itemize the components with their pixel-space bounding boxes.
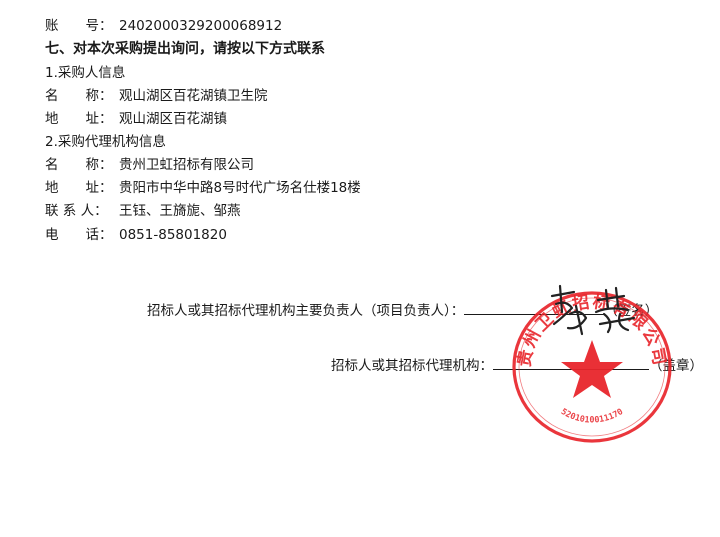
agency-name-row: 名 称： 贵州卫虹招标有限公司 — [45, 156, 254, 174]
organization-stamp-row: 招标人或其招标代理机构： （盖章） — [331, 357, 703, 375]
signature-blank — [464, 302, 605, 315]
purchaser-address-row: 地 址： 观山湖区百花湖镇 — [45, 110, 227, 128]
agency-phone-row: 电 话： 0851-85801820 — [45, 226, 227, 244]
agency-address-label: 地 址： — [45, 180, 113, 196]
handwritten-signature — [550, 284, 636, 336]
purchaser-name: 观山湖区百花湖镇卫生院 — [119, 88, 268, 104]
seal-star-icon — [561, 340, 623, 398]
account-row: 账 号： 2402000329200068912 — [45, 17, 282, 35]
agency-contact: 王钰、王旖旎、邹燕 — [119, 203, 241, 219]
agency-address-row: 地 址： 贵阳市中华中路8号时代广场名仕楼18楼 — [45, 179, 361, 197]
account-value: 2402000329200068912 — [119, 18, 283, 34]
purchaser-title: 1.采购人信息 — [45, 65, 126, 81]
agency-name-label: 名 称： — [45, 157, 113, 173]
company-seal-stamp: 贵州卫虹招标有限公司 5201010011170 — [512, 291, 672, 443]
agency-name: 贵州卫虹招标有限公司 — [119, 157, 254, 173]
agency-title: 2.采购代理机构信息 — [45, 134, 166, 150]
purchaser-address-label: 地 址： — [45, 111, 113, 127]
stamp-blank — [493, 357, 649, 370]
purchaser-name-label: 名 称： — [45, 88, 113, 104]
purchaser-name-row: 名 称： 观山湖区百花湖镇卫生院 — [45, 87, 268, 105]
organization-label: 招标人或其招标代理机构： — [331, 358, 493, 374]
agency-contact-row: 联 系 人： 王钰、王旖旎、邹燕 — [45, 202, 241, 220]
svg-text:5201010011170: 5201010011170 — [559, 407, 625, 426]
account-label: 账 号： — [45, 18, 113, 34]
agency-address: 贵阳市中华中路8号时代广场名仕楼18楼 — [119, 180, 361, 196]
responsible-label: 招标人或其招标代理机构主要负责人（项目负责人）： — [147, 303, 465, 319]
agency-phone-label: 电 话： — [45, 227, 113, 243]
stamp-suffix: （盖章） — [649, 358, 703, 374]
agency-phone: 0851-85801820 — [119, 227, 227, 243]
agency-contact-label: 联 系 人： — [45, 203, 108, 219]
section-heading: 七、对本次采购提出询问，请按以下方式联系 — [45, 41, 325, 57]
purchaser-address: 观山湖区百花湖镇 — [119, 111, 227, 127]
seal-serial-number: 5201010011170 — [559, 407, 625, 426]
